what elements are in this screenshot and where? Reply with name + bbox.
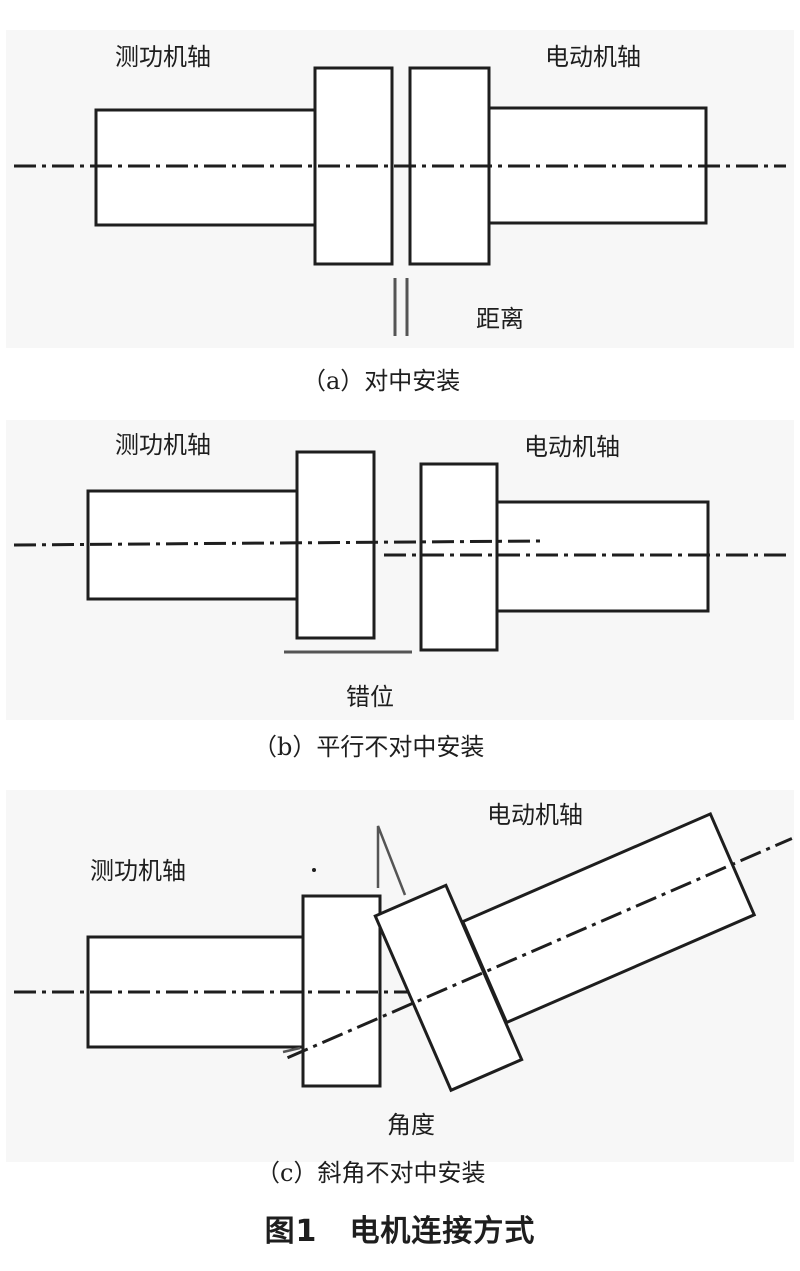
panel-b-drawing	[13, 450, 786, 654]
panel-a-motor-shaft-label: 电动机轴	[545, 43, 641, 71]
motor-coupling-b	[419, 462, 499, 652]
motor-assembly-c	[286, 811, 793, 1093]
figure-number: 图1	[264, 1214, 318, 1249]
panel-b-motor-shaft-label: 电动机轴	[524, 433, 620, 461]
angle-marker-c	[376, 825, 407, 896]
panel-c-drawing	[14, 811, 793, 1093]
panel-a-dynamometer-shaft-label: 测功机轴	[115, 43, 211, 71]
panel-c-caption: （c）斜角不对中安装	[256, 1159, 486, 1187]
panel-b-caption: （b）平行不对中安装	[253, 733, 485, 761]
motor-coupling-c	[373, 883, 524, 1093]
dynamometer-coupling-b	[295, 450, 376, 640]
panel-a-drawing	[14, 66, 786, 336]
panel-c-motor-shaft-label: 电动机轴	[487, 801, 583, 829]
angle-dot-c	[312, 868, 316, 872]
panel-a-caption: （a）对中安装	[302, 367, 461, 395]
figure-caption: 图1 电机连接方式	[0, 1212, 800, 1252]
panel-c-angle-label: 角度	[387, 1111, 435, 1139]
panel-c-dynamometer-shaft-label: 测功机轴	[90, 857, 186, 885]
panel-a-distance-label: 距离	[476, 305, 524, 333]
panel-b-dynamometer-shaft-label: 测功机轴	[115, 431, 211, 459]
figure-title: 电机连接方式	[349, 1214, 536, 1249]
centerline-dynamometer-b	[13, 539, 541, 547]
centerline-motor-c	[286, 837, 793, 1060]
panel-b-offset-label: 错位	[346, 683, 394, 711]
angle-marker-lower-c	[282, 1046, 301, 1054]
